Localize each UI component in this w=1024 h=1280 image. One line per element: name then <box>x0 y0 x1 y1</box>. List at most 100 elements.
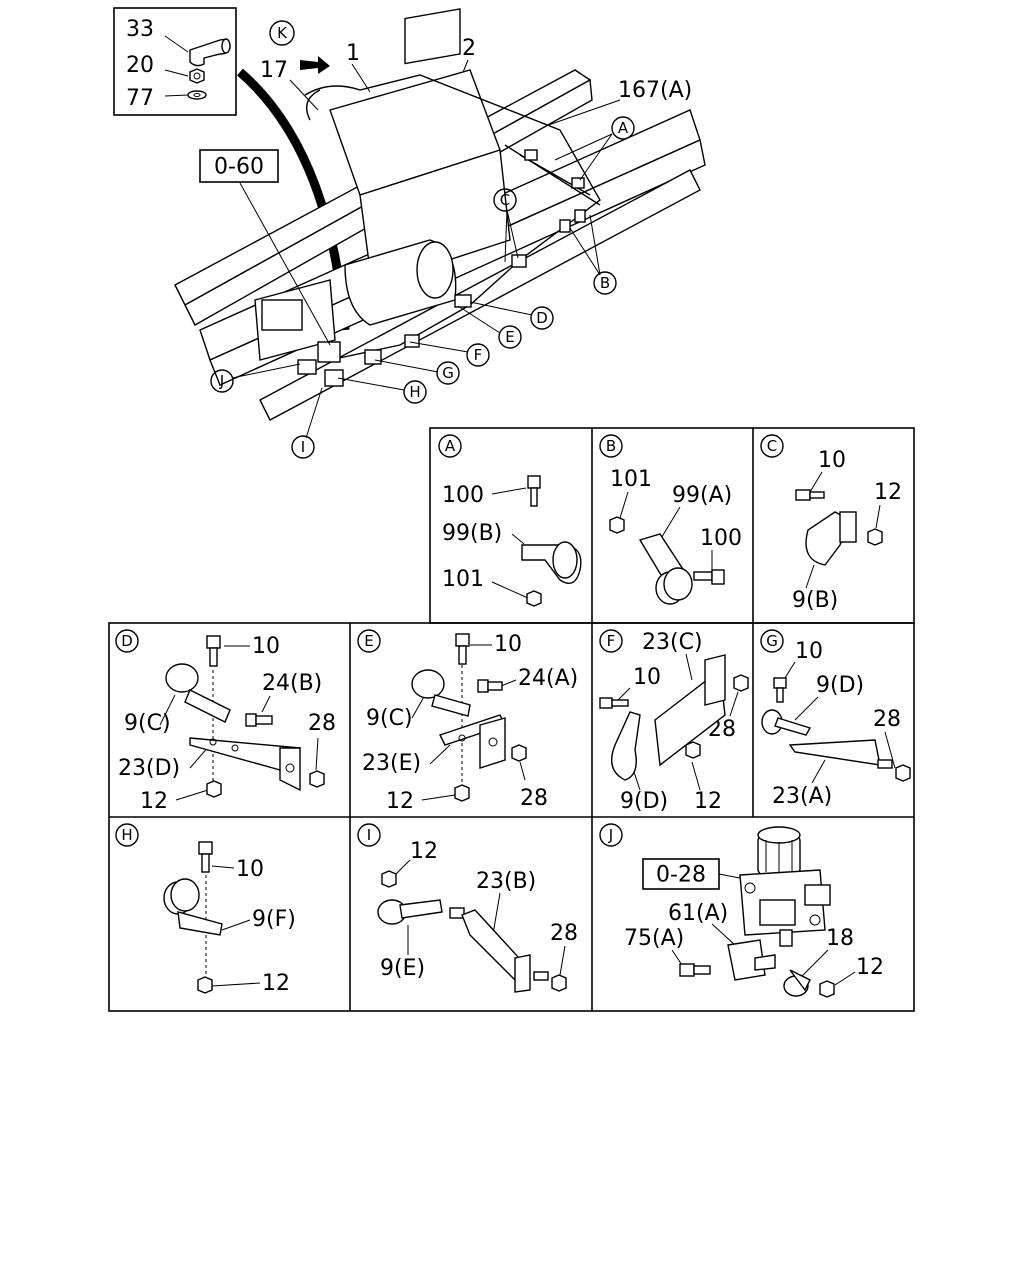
label-17: 17 <box>260 58 288 83</box>
panel-f-label-9d: 9(D) <box>620 789 668 814</box>
panel-g-label-23a: 23(A) <box>772 784 832 809</box>
panel-c: C 10 12 9(B) <box>760 434 902 613</box>
callout-a: A <box>618 119 629 137</box>
bolt-icon <box>679 963 711 977</box>
label-167a: 167(A) <box>618 78 692 103</box>
panel-i-letter: I <box>367 826 371 844</box>
panel-d-label-10: 10 <box>252 634 280 659</box>
bolt-icon <box>877 759 893 769</box>
panel-d-label-12: 12 <box>140 789 168 814</box>
view-marker-k: K <box>277 24 288 42</box>
panel-g-label-28: 28 <box>873 707 901 732</box>
nut-icon <box>511 744 527 762</box>
panel-h-label-10: 10 <box>236 857 264 882</box>
nut-icon <box>551 974 567 992</box>
nut-icon <box>609 516 625 534</box>
label-77: 77 <box>126 86 154 111</box>
panel-c-label-10: 10 <box>818 448 846 473</box>
panel-a: A 100 99(B) 101 <box>438 434 582 607</box>
bracket-icon <box>461 909 531 993</box>
panel-i: I 12 23(B) 28 9(E) <box>357 823 578 993</box>
panel-g-letter: G <box>766 632 778 650</box>
callout-d: D <box>536 309 548 327</box>
direction-arrow-icon <box>300 56 330 74</box>
clamp-icon <box>165 663 231 723</box>
panel-f-label-12: 12 <box>694 789 722 814</box>
panel-c-label-9b: 9(B) <box>792 588 838 613</box>
panel-e-label-10: 10 <box>494 632 522 657</box>
panel-g-label-10: 10 <box>795 639 823 664</box>
panel-f-label-10: 10 <box>633 665 661 690</box>
bracket-icon <box>788 739 881 766</box>
panel-f-label-23c: 23(C) <box>642 630 703 655</box>
panel-h-label-9f: 9(F) <box>252 907 296 932</box>
bracket-icon <box>727 939 776 981</box>
panel-d-label-9c: 9(C) <box>124 711 171 736</box>
clamp-icon <box>411 669 471 717</box>
clamp-icon <box>521 541 582 584</box>
panel-j-label-12: 12 <box>856 955 884 980</box>
nut-icon <box>895 764 911 782</box>
callout-h: H <box>409 383 420 401</box>
panel-a-label-100: 100 <box>442 483 484 508</box>
bracket-icon <box>189 737 302 792</box>
panel-e: E 10 24(A) 9(C) 23(E) 12 28 <box>357 629 578 814</box>
panel-h: H 10 9(F) 12 <box>115 823 296 996</box>
panel-i-label-23b: 23(B) <box>476 869 536 894</box>
nut-icon <box>206 780 222 798</box>
bolt-icon <box>599 697 629 709</box>
callout-f: F <box>474 346 483 364</box>
ref-0-28-text: 0-28 <box>656 863 706 888</box>
panel-d-label-28: 28 <box>308 711 336 736</box>
callout-c: C <box>500 191 510 209</box>
nut-icon <box>381 870 397 888</box>
clamp-icon <box>377 899 443 925</box>
inset-box: 33 20 77 <box>113 7 237 116</box>
panel-b-letter: B <box>606 437 616 455</box>
elbow-fitting-icon <box>189 38 231 67</box>
clamp-icon <box>638 533 693 605</box>
callout-b: B <box>600 274 610 292</box>
panel-b-label-100: 100 <box>700 526 742 551</box>
panel-b-label-99a: 99(A) <box>672 483 732 508</box>
detail-panels <box>108 427 915 1012</box>
view-marker-circle <box>269 20 295 46</box>
panel-j: J 0-28 61(A) 75(A) 18 12 <box>599 823 884 998</box>
nut-icon <box>819 980 835 998</box>
clamp-icon <box>611 711 641 781</box>
label-1: 1 <box>346 41 360 66</box>
panel-b: B 101 99(A) 100 <box>599 434 742 605</box>
panel-e-label-24a: 24(A) <box>518 666 578 691</box>
bolt-icon <box>449 907 465 919</box>
panel-f: F 23(C) 10 28 9(D) 12 <box>599 629 749 814</box>
panel-i-label-12: 12 <box>410 839 438 864</box>
nut-icon <box>685 741 701 759</box>
valve-icon <box>739 826 831 947</box>
panel-h-label-12: 12 <box>262 971 290 996</box>
panel-g: G 10 9(D) 28 23(A) <box>760 629 911 809</box>
panel-j-label-18: 18 <box>826 926 854 951</box>
nut-icon <box>197 976 213 994</box>
nut-icon <box>309 770 325 788</box>
panel-e-label-12: 12 <box>386 789 414 814</box>
bolt-icon <box>533 971 549 981</box>
bolt-icon <box>693 569 725 585</box>
washer-icon <box>187 90 207 100</box>
bolt-icon <box>773 677 787 703</box>
panel-a-label-101: 101 <box>442 567 484 592</box>
callout-i: I <box>301 438 305 456</box>
nut-icon <box>867 528 883 546</box>
panel-h-letter: H <box>121 826 132 844</box>
panel-g-label-9d: 9(D) <box>816 673 864 698</box>
bolt-icon <box>455 633 470 665</box>
panel-e-label-23e: 23(E) <box>362 751 421 776</box>
bolt-icon <box>245 713 273 727</box>
panel-i-label-9e: 9(E) <box>380 956 425 981</box>
bolt-icon <box>795 489 825 501</box>
nut-icon <box>526 590 542 607</box>
panel-j-label-61a: 61(A) <box>668 901 728 926</box>
label-20: 20 <box>126 53 154 78</box>
panel-j-letter: J <box>608 826 613 844</box>
panel-j-label-75a: 75(A) <box>624 926 684 951</box>
